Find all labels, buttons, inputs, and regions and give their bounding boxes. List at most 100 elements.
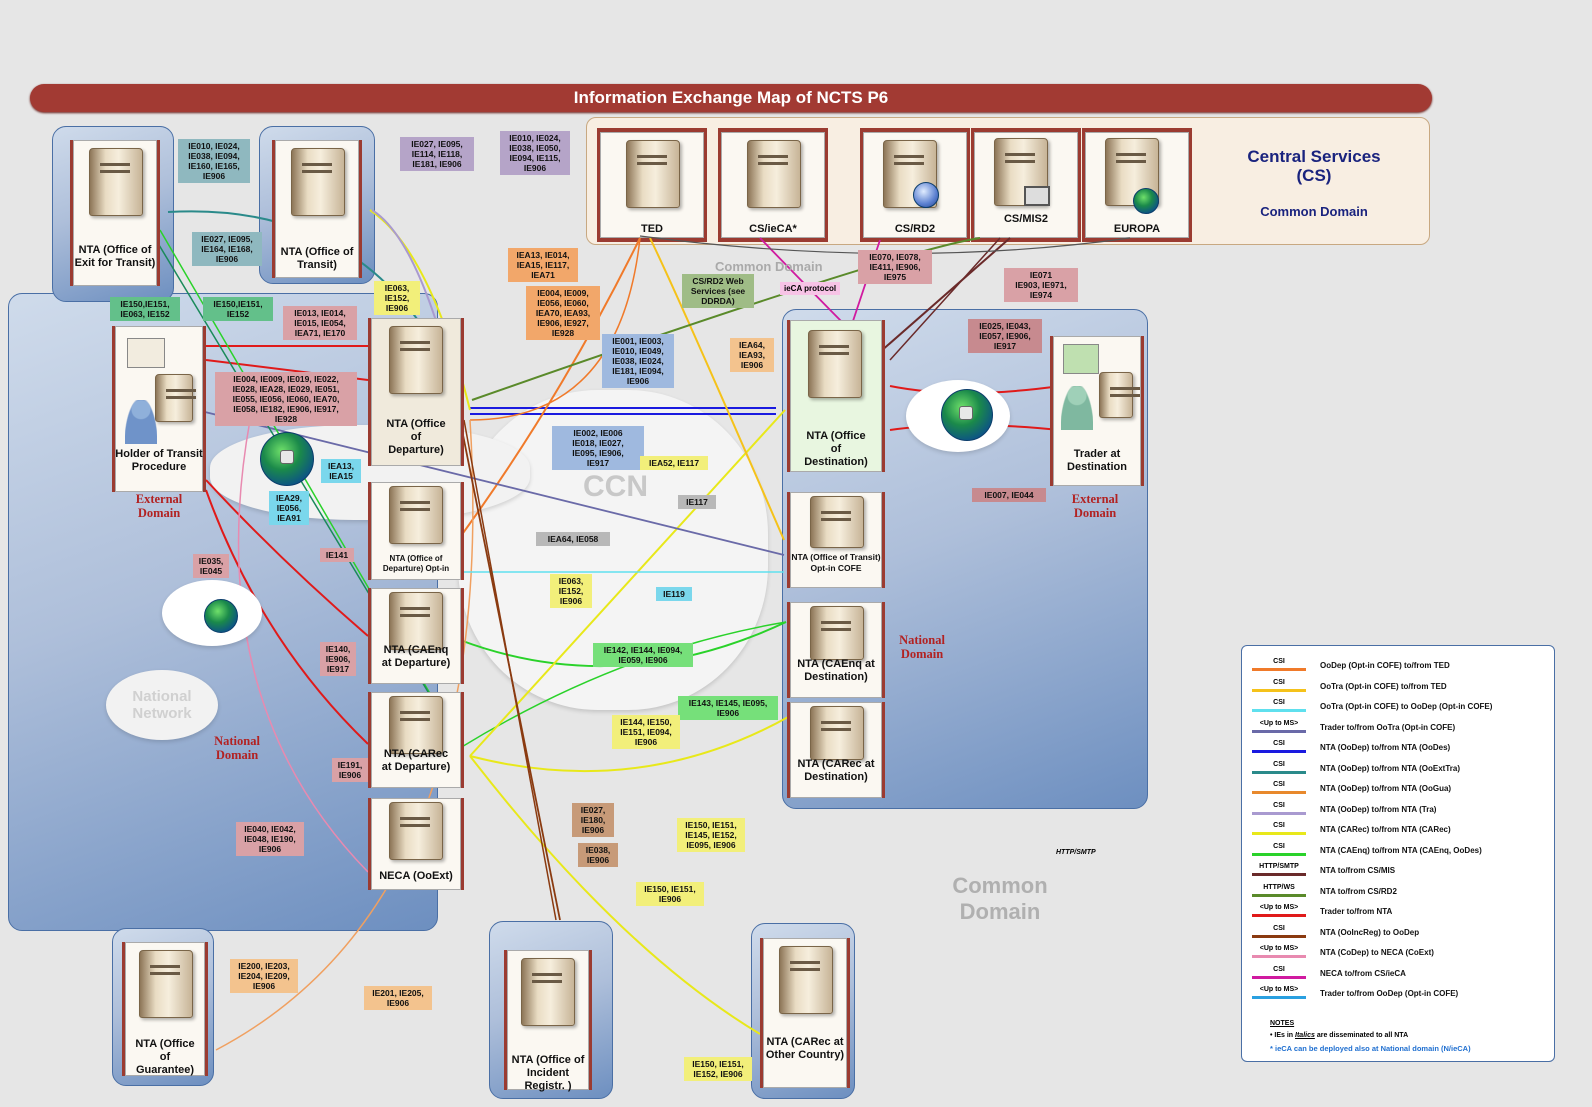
- node-holder[interactable]: Holder of Transit Procedure: [112, 326, 206, 492]
- ie-box: IEA52, IE117: [640, 456, 708, 470]
- node-trader-dest[interactable]: Trader at Destination: [1050, 336, 1144, 486]
- legend-item-swatch: [1252, 975, 1306, 979]
- node-incident[interactable]: NTA (Office of Incident Registr. ): [504, 950, 592, 1092]
- common-domain-big-label: Common Domain: [920, 873, 1080, 925]
- common-domain-mid-label: Common Domain: [715, 259, 823, 274]
- legend-item-label: NTA (OoDep) to/from NTA (OoDes): [1320, 743, 1451, 752]
- legend-item-tag: <Up to MS>: [1259, 986, 1299, 993]
- node-carec-dest-label: NTA (CARec at Destination): [797, 758, 875, 783]
- ie-box: IE027, IE180, IE906: [572, 803, 614, 837]
- ie-box: IEA64, IEA93, IE906: [730, 338, 774, 372]
- server-icon: [89, 148, 143, 216]
- server-icon: [779, 946, 833, 1014]
- server-icon: [389, 486, 443, 544]
- legend-item-tag: CSI: [1273, 801, 1285, 809]
- legend-item-swatch: [1252, 996, 1306, 999]
- ie-box: IE119: [656, 587, 692, 601]
- legend-item-swatch: [1252, 955, 1306, 958]
- http-smtp-label: HTTP/SMTP: [1056, 849, 1096, 856]
- cs-node-mis2[interactable]: CS/MIS2: [971, 128, 1081, 242]
- server-icon: [808, 330, 862, 398]
- node-carec-dep-label: NTA (CARec at Departure): [381, 748, 451, 773]
- node-transit[interactable]: NTA (Office of Transit): [272, 140, 362, 278]
- lock-icon: [959, 406, 973, 420]
- node-exit-label: NTA (Office of Exit for Transit): [74, 244, 156, 269]
- node-departure-optin[interactable]: NTA (Office of Departure) Opt-in: [368, 482, 464, 580]
- cs-node-europa[interactable]: EUROPA: [1082, 128, 1192, 242]
- legend-item: CSI NTA (OoDep) to/from NTA (Tra): [1250, 802, 1550, 820]
- node-neca[interactable]: NECA (OoExt): [368, 798, 464, 890]
- ieca-protocol-label: ieCA protocol: [780, 282, 841, 295]
- server-icon: [389, 802, 443, 860]
- ie-box: IE143, IE145, IE095, IE906: [678, 696, 778, 720]
- node-caenq-dep[interactable]: NTA (CAEnq at Departure): [368, 588, 464, 684]
- server-icon: [291, 148, 345, 216]
- node-departure-label: NTA (Office of Departure): [386, 418, 446, 456]
- national-network-label: National Network: [112, 688, 212, 722]
- legend-item-tag: HTTP/WS: [1263, 883, 1295, 891]
- node-caenq-dest[interactable]: NTA (CAEnq at Destination): [787, 602, 885, 698]
- node-transit-optin[interactable]: NTA (Office of Transit) Opt-in COFE: [787, 492, 885, 588]
- ie-box: IEA29, IE056, IEA91: [269, 491, 309, 525]
- node-exit[interactable]: NTA (Office of Exit for Transit): [70, 140, 160, 286]
- national-domain-right-line2: Domain: [900, 647, 944, 661]
- node-incident-label: NTA (Office of Incident Registr. ): [511, 1054, 585, 1092]
- house-icon: [1063, 344, 1099, 374]
- legend-note-1: • IEs in Italics are disseminated to all…: [1270, 1032, 1409, 1039]
- cs-node-rd2[interactable]: CS/RD2: [860, 128, 970, 242]
- cs-node-europa-label: EUROPA: [1113, 223, 1161, 235]
- cs-node-ted[interactable]: TED: [597, 128, 707, 242]
- legend-item-swatch: [1252, 770, 1306, 774]
- node-carec-dest[interactable]: NTA (CARec at Destination): [787, 702, 885, 798]
- national-domain-left: National Domain: [200, 734, 274, 762]
- legend-item-swatch: [1252, 729, 1306, 733]
- node-caenq-dep-label: NTA (CAEnq at Departure): [381, 644, 451, 669]
- cs-heading-line2: (CS): [1296, 166, 1332, 185]
- node-destination[interactable]: NTA (Office of Destination): [787, 320, 885, 472]
- ie-box: IE150,IE151, IE152: [203, 297, 273, 321]
- node-departure[interactable]: NTA (Office of Departure): [368, 318, 464, 466]
- legend-item-label: OoTra (Opt-in COFE) to/from TED: [1320, 681, 1447, 691]
- node-guarantee[interactable]: NTA (Office of Guarantee): [122, 942, 208, 1076]
- legend-item-label: NTA (CARec) to/from NTA (CARec): [1320, 825, 1451, 834]
- national-network-line2: Network: [132, 705, 192, 722]
- cs-node-ieca[interactable]: CS/ieCA*: [718, 128, 828, 242]
- legend-item-swatch: [1252, 668, 1306, 671]
- legend-item-tag: CSI: [1273, 699, 1285, 706]
- legend-item: <Up to MS>Trader to/from NTA: [1250, 904, 1550, 922]
- legend-item-tag: CSI: [1273, 760, 1285, 768]
- legend-item-label: NECA to/from CS/ieCA: [1320, 968, 1406, 978]
- ie-box: IE117: [678, 495, 716, 509]
- globe-icon: [204, 599, 238, 633]
- node-carec-dep[interactable]: NTA (CARec at Departure): [368, 692, 464, 788]
- ie-box: IE140, IE906, IE917: [320, 642, 356, 676]
- page-title: Information Exchange Map of NCTS P6: [30, 84, 1432, 112]
- globe-icon: [1133, 188, 1159, 214]
- ie-box: IE025, IE043, IE057, IE906, IE917: [968, 319, 1042, 353]
- ie-box: IE070, IE078, IE411, IE906, IE975: [858, 250, 932, 284]
- legend-note-2: * ieCA can be deployed also at National …: [1270, 1044, 1471, 1053]
- legend-item-label: NTA to/from CS/MIS: [1320, 866, 1396, 875]
- legend-item-label: NTA (OoDep) to/from NTA (Tra): [1320, 804, 1437, 814]
- common-domain-big-line1: Common: [952, 873, 1048, 898]
- server-icon: [747, 140, 801, 208]
- ie-box: IEA13, IE014, IEA15, IE117, IEA71: [508, 248, 578, 282]
- node-carec-other[interactable]: NTA (CARec at Other Country): [760, 938, 850, 1088]
- legend-note-1-em: Italics: [1295, 1032, 1315, 1039]
- ie-box: IE027, IE095, IE164, IE168, IE906: [192, 232, 262, 266]
- node-departure-optin-label: NTA (Office of Departure) Opt-in: [382, 554, 450, 573]
- legend-item-tag: CSI: [1273, 781, 1285, 788]
- ie-box: IE150,IE151, IE063, IE152: [110, 297, 180, 321]
- legend-note-1-pre: IEs in: [1274, 1032, 1296, 1039]
- external-domain-left-line2: Domain: [137, 506, 181, 520]
- legend-item-swatch: [1252, 934, 1306, 938]
